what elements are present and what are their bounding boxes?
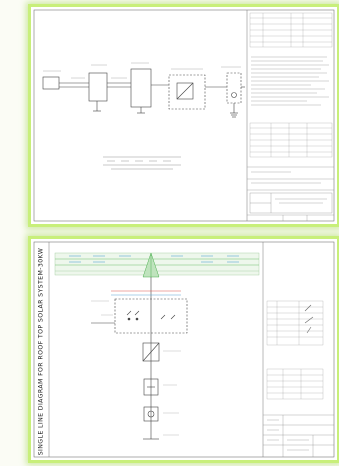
- meter-symbol: [231, 92, 237, 98]
- energy-meter-symbol: [143, 406, 159, 422]
- title-block: [263, 414, 334, 457]
- schematic-drawing-2: [33, 241, 335, 458]
- pv-string-header: [54, 252, 260, 278]
- acdb-enclosure: [226, 72, 242, 104]
- drawing-border: [33, 241, 335, 458]
- symbol-legend-table: [266, 300, 324, 346]
- main-feeder: [91, 277, 188, 440]
- dc-distribution-box: [130, 68, 152, 108]
- notes-block: [251, 56, 329, 106]
- inverter-symbol: [142, 342, 160, 362]
- dcdb-enclosure: [114, 298, 188, 334]
- schematic-drawing-1: [33, 9, 335, 222]
- cable-table: [266, 368, 324, 400]
- title-block: [247, 166, 334, 221]
- schematic-sheet-2[interactable]: SINGLE LINE DIAGRAM FOR ROOF TOP SOLAR S…: [28, 236, 339, 463]
- schematic-sheet-1[interactable]: [28, 4, 339, 227]
- single-line-circuit: [42, 68, 245, 118]
- dc-junction-box: [88, 72, 108, 102]
- cable-schedule-table: [249, 122, 333, 158]
- acdb-symbol: [143, 378, 159, 396]
- inverter-symbol: [176, 82, 194, 100]
- legend-table: [249, 12, 333, 48]
- inverter-enclosure: [168, 74, 206, 110]
- pv-array-symbol: [42, 76, 60, 90]
- drawing-border: [33, 9, 335, 222]
- symbol-legend-strip: [103, 156, 181, 170]
